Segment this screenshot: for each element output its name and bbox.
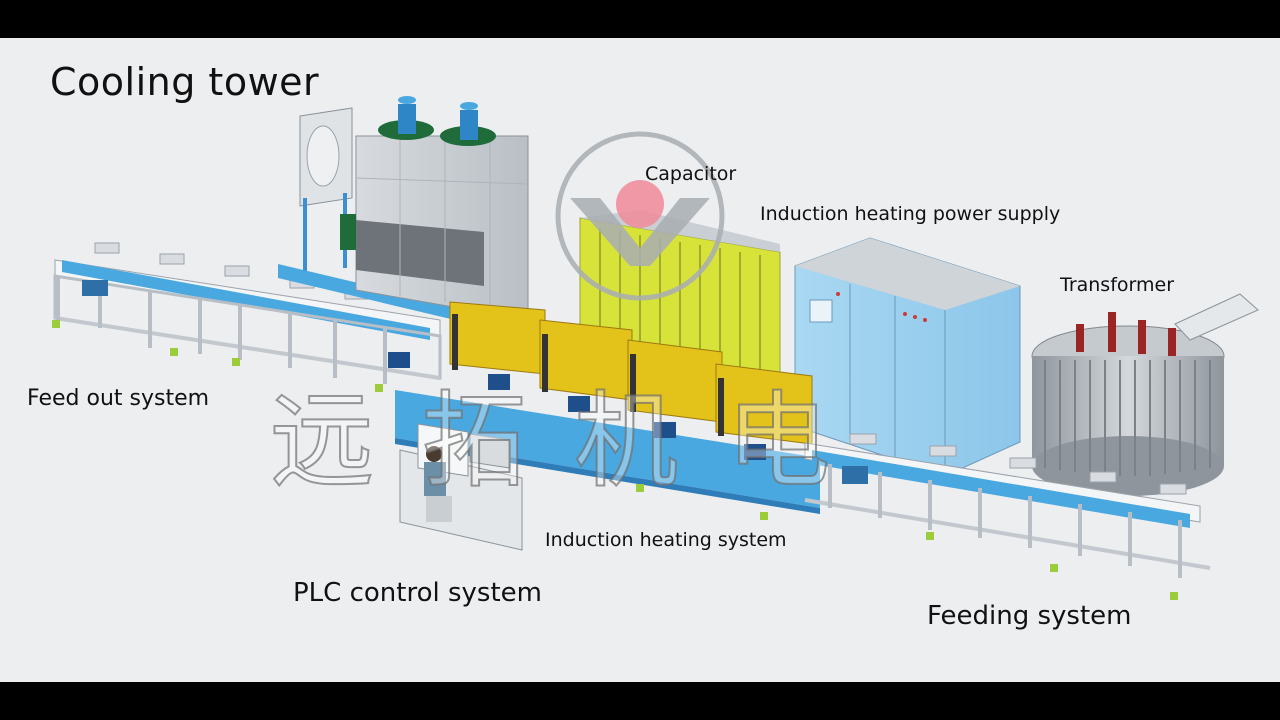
power-supply-label: Induction heating power supply bbox=[760, 203, 1061, 225]
plc-control-desk bbox=[399, 423, 523, 551]
feeding-conveyor bbox=[804, 433, 1211, 600]
plc-control-system-label: PLC control system bbox=[293, 578, 542, 608]
cooling-tower bbox=[278, 96, 529, 321]
feeding-system-label: Feeding system bbox=[927, 601, 1132, 631]
cooling-tower-label: Cooling tower bbox=[50, 60, 320, 104]
capacitor-label: Capacitor bbox=[645, 163, 737, 185]
feed-out-conveyor bbox=[52, 242, 442, 392]
diagram-canvas: 远拓机电 Cooling tower Capacitor Induction h… bbox=[0, 38, 1280, 682]
transformer-label: Transformer bbox=[1060, 274, 1175, 296]
induction-coils bbox=[388, 301, 813, 460]
logo-mark bbox=[555, 131, 725, 301]
feed-out-system-label: Feed out system bbox=[27, 386, 210, 411]
transformer bbox=[1031, 293, 1259, 496]
watermark-text: 远拓机电 bbox=[269, 379, 879, 503]
production-line-illustration bbox=[52, 96, 1259, 600]
power-supply-cabinet bbox=[794, 237, 1021, 477]
induction-heating-system-label: Induction heating system bbox=[545, 529, 787, 551]
